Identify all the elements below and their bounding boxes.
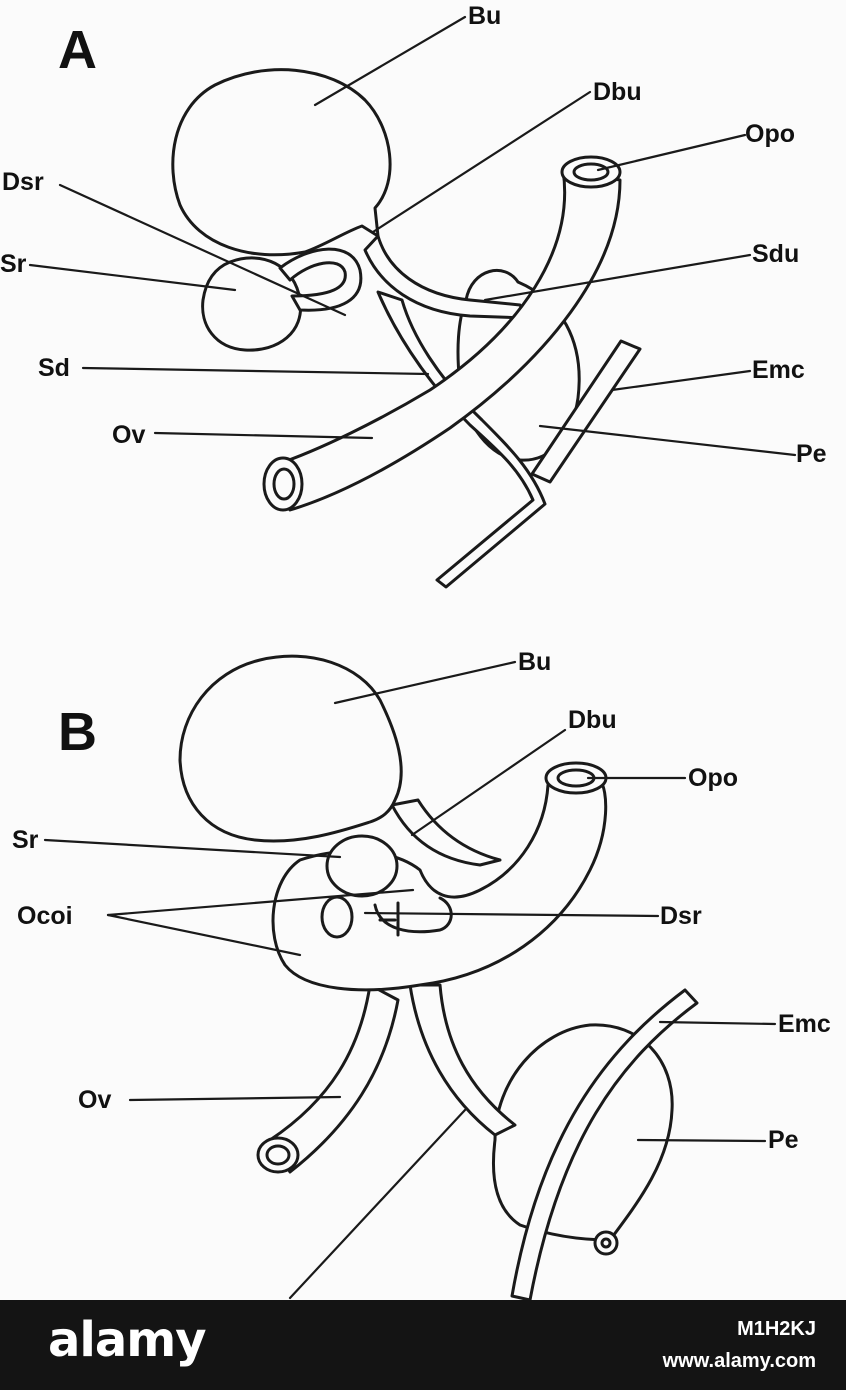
panel-a-dsr-leader (58, 183, 347, 317)
panel-b-pe-lumen (600, 1237, 612, 1249)
panel-a-opo-leader (596, 133, 747, 172)
panel-a-ov-leader (153, 431, 374, 440)
panel-b-label-dsr: Dsr (660, 902, 702, 930)
panel-a-ov (273, 168, 622, 512)
panel-b-pe-leader (636, 1138, 767, 1143)
panel-b-bu-leader (333, 660, 517, 705)
panel-b-dsr-leader (363, 911, 660, 918)
panel-b-dsr-inner-2 (378, 901, 400, 937)
panel-b-ov-lumen (265, 1144, 291, 1166)
panel-b-ocoi (271, 778, 608, 992)
panel-a-sdu-leader (483, 253, 752, 302)
panel-b-label-sr: Sr (12, 826, 39, 854)
panel-a-label-dsr: Dsr (2, 168, 44, 196)
panel-b-sr (325, 834, 399, 898)
watermark-logo: alamy (48, 1312, 207, 1368)
panel-b-ov-opening (256, 1136, 300, 1174)
panel-a-label-dbu: Dbu (593, 78, 642, 106)
panel-b-sr-leader (43, 838, 342, 859)
panel-a-ov-opening (262, 456, 304, 512)
panel-b-dbu-leader (410, 728, 567, 837)
panel-a-emc-leader (610, 369, 752, 392)
watermark-image-id: M1H2KJ (737, 1318, 816, 1340)
panel-b-label-opo: Opo (688, 764, 738, 792)
figure-svg: A (0, 2, 831, 1300)
panel-b-label-ov: Ov (78, 1086, 111, 1114)
panel-a-letter: A (58, 20, 97, 80)
panel-b-emc-leader (658, 1020, 777, 1026)
panel-b-ov-branch (268, 983, 400, 1174)
panel-a-label-emc: Emc (752, 356, 805, 384)
panel-a-label-sdu: Sdu (752, 240, 799, 268)
panel-b-label-pe: Pe (768, 1126, 799, 1154)
panel-b-duct-branch (408, 983, 517, 1137)
panel-b-emc (510, 988, 699, 1300)
panel-a-label-opo: Opo (745, 120, 795, 148)
panel-a-bursa (171, 68, 392, 257)
panel-b-ocoi-leader-1 (106, 888, 415, 917)
panel-a-opo-lumen (572, 162, 610, 182)
panel-b-letter: B (58, 702, 97, 762)
panel-a-label-sd: Sd (38, 354, 70, 382)
watermark-site-url: www.alamy.com (662, 1350, 816, 1372)
panel-b-dsr-bulb (320, 895, 354, 939)
panel-a-sr-leader (28, 263, 237, 292)
panel-b-ov-leader (128, 1095, 342, 1102)
panel-b-label-bu: Bu (518, 648, 551, 676)
panel-a-bu-leader (313, 15, 467, 107)
panel-a-label-sr: Sr (0, 250, 27, 278)
panel-a-pe-leader (538, 424, 797, 457)
panel-a-label-pe: Pe (796, 440, 827, 468)
panel-b-bursa (178, 654, 403, 843)
panel-a-sd-leader (81, 366, 430, 376)
panel-a-opo-opening (560, 155, 622, 189)
panel-b-unlabeled-leader (288, 1108, 467, 1300)
panel-b: B (12, 648, 831, 1300)
panel-b-labels: Bu Dbu Opo Sr Ocoi Dsr Emc Ov (12, 648, 831, 1300)
panel-a-label-ov: Ov (112, 421, 145, 449)
panel-a-emc (530, 339, 642, 484)
panel-a-ov-lumen (272, 467, 296, 501)
panel-b-ocoi-leader-2 (106, 913, 302, 957)
watermark-banner: alamy M1H2KJ www.alamy.com (0, 1300, 846, 1390)
panel-a-dsr (278, 247, 363, 312)
panel-a-label-bu: Bu (468, 2, 501, 30)
panel-b-label-emc: Emc (778, 1010, 831, 1038)
panel-b-pe-opening (593, 1230, 619, 1256)
panel-a-dbu-leader (371, 90, 592, 234)
panel-b-label-ocoi: Ocoi (17, 902, 73, 930)
panel-a-labels: Bu Dbu Opo Dsr Sr Sdu Sd Emc (0, 2, 827, 468)
anatomical-figure: A (0, 2, 831, 1300)
panel-b-label-dbu: Dbu (568, 706, 617, 734)
panel-a: A (0, 2, 827, 589)
panel-a-sd (376, 290, 547, 589)
panel-b-dbu (390, 798, 502, 867)
